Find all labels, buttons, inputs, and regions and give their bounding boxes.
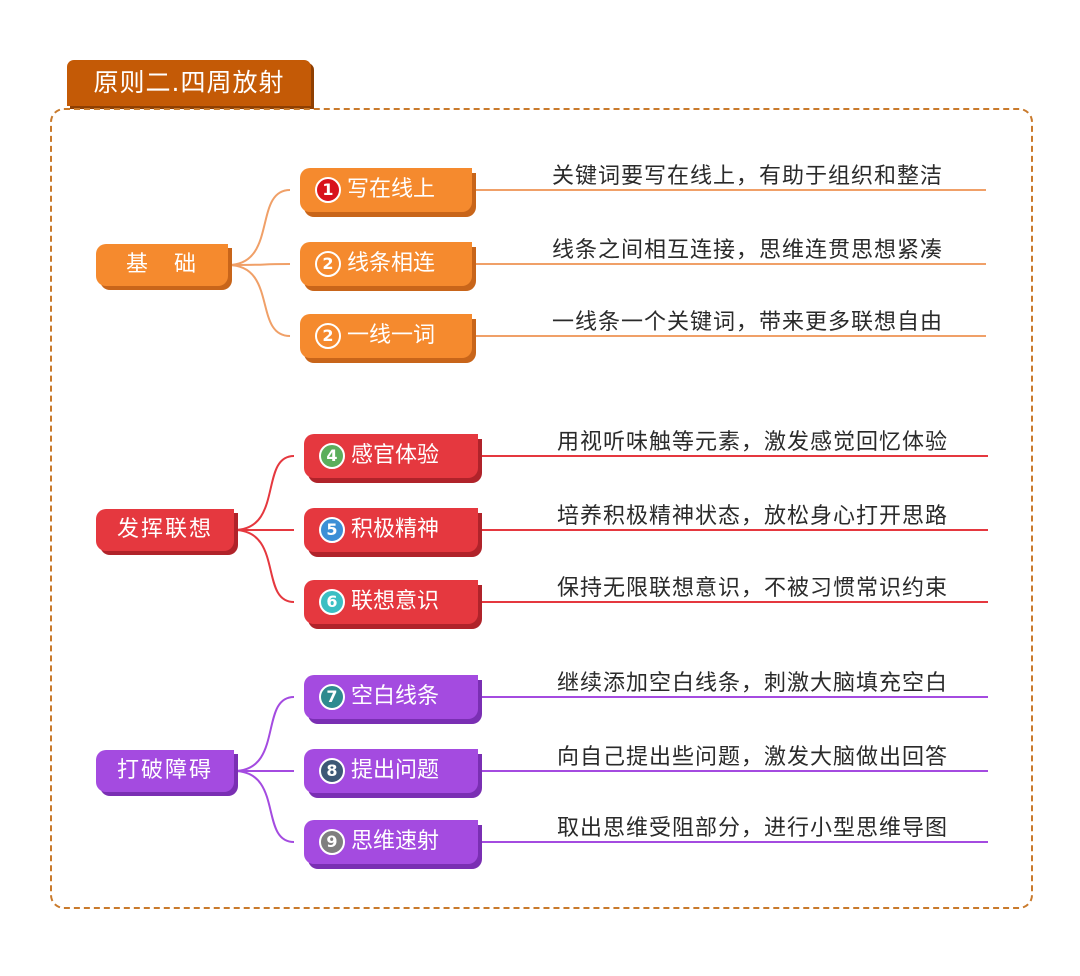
principle-description: 取出思维受阻部分，进行小型思维导图 xyxy=(557,816,949,841)
node-label: 提出问题 xyxy=(351,758,440,783)
node-label: 联想意识 xyxy=(351,589,440,614)
dashed-frame xyxy=(50,108,1033,909)
number-badge: 5 xyxy=(319,517,345,543)
branch-connector xyxy=(227,263,291,266)
node-label: 写在线上 xyxy=(347,177,436,202)
principle-description: 用视听味触等元素，激发感觉回忆体验 xyxy=(557,430,949,455)
principle-description: 培养积极精神状态，放松身心打开思路 xyxy=(557,504,949,529)
number-badge: 4 xyxy=(319,443,345,469)
node-label: 思维速射 xyxy=(351,829,440,854)
number-badge: 6 xyxy=(319,589,345,615)
node-label: 感官体验 xyxy=(351,443,440,468)
number-badge: 7 xyxy=(319,684,345,710)
number-badge: 8 xyxy=(319,758,345,784)
principle-description: 一线条一个关键词，带来更多联想自由 xyxy=(552,310,944,335)
branch-connector xyxy=(233,696,295,772)
number-badge: 2 xyxy=(315,251,341,277)
principle-description: 关键词要写在线上，有助于组织和整洁 xyxy=(552,164,944,189)
number-badge: 2 xyxy=(315,323,341,349)
branch-connector xyxy=(233,529,295,603)
branch-connector xyxy=(233,455,295,531)
node-label: 空白线条 xyxy=(351,684,440,709)
branch-connector xyxy=(227,189,291,266)
number-badge: 1 xyxy=(315,177,341,203)
category-label: 发挥联想 xyxy=(96,509,234,551)
principle-description: 继续添加空白线条，刺激大脑填充空白 xyxy=(557,671,949,696)
principle-description: 向自己提出些问题，激发大脑做出回答 xyxy=(557,745,949,770)
branch-connector xyxy=(233,770,295,843)
section-title: 原则二.四周放射 xyxy=(67,60,311,106)
node-label: 积极精神 xyxy=(351,517,440,542)
principle-description: 线条之间相互连接，思维连贯思想紧凑 xyxy=(552,238,944,263)
node-label: 线条相连 xyxy=(347,251,436,276)
node-label: 一线一词 xyxy=(347,323,436,348)
principle-description: 保持无限联想意识，不被习惯常识约束 xyxy=(557,576,949,601)
category-label: 基 础 xyxy=(96,244,228,286)
number-badge: 9 xyxy=(319,829,345,855)
branch-connector xyxy=(227,264,291,337)
category-label: 打破障碍 xyxy=(96,750,234,792)
